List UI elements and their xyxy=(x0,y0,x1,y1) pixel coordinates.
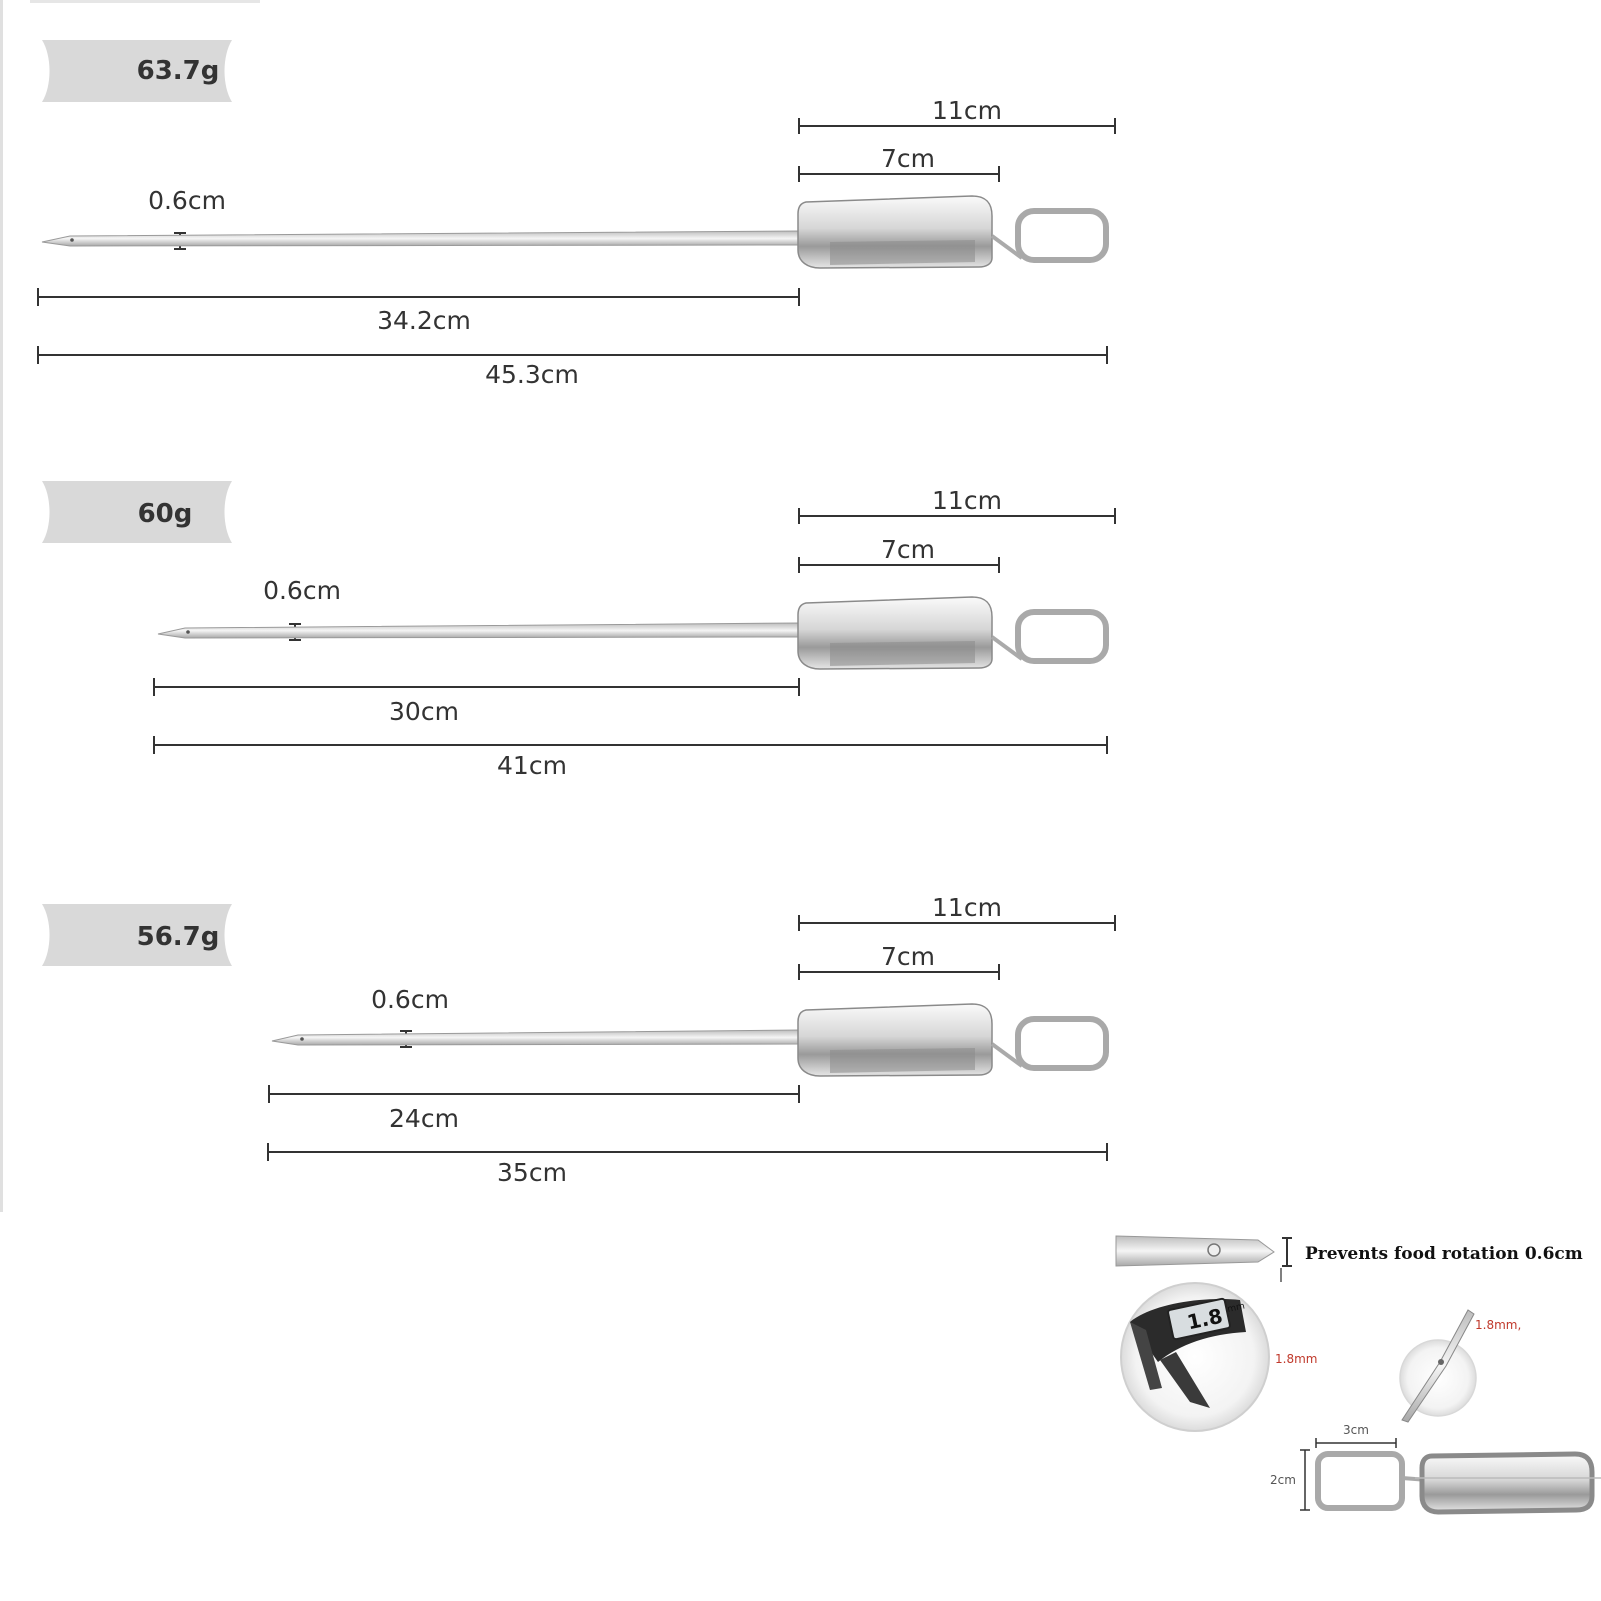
handle-ring xyxy=(1015,208,1109,263)
weight-badge xyxy=(42,904,232,966)
skewer-group-3: 56.7g 11cm 7cm 0.6cm 24cm 35cm xyxy=(42,893,1116,1187)
total-length-label: 45.3cm xyxy=(485,360,579,389)
blade-length-label: 30cm xyxy=(389,697,459,726)
handle-ring xyxy=(1015,609,1109,664)
handle-body-label: 7cm xyxy=(881,144,935,173)
ring-closeup xyxy=(1315,1451,1405,1511)
skewer-blade xyxy=(41,230,801,247)
weight-label: 56.7g xyxy=(137,922,220,952)
caliper-unit: mm xyxy=(1227,1302,1246,1315)
blade-length-label: 34.2cm xyxy=(377,306,471,335)
skewer-group-1: 63.7g 11cm 7cm 0.6cm 34.2cm xyxy=(37,40,1116,389)
total-length-label: 41cm xyxy=(497,751,567,780)
handle-total-label: 11cm xyxy=(932,486,1002,515)
handle-total-label: 11cm xyxy=(932,96,1002,125)
weight-label: 60g xyxy=(138,499,193,529)
hole-width-label: 0.6cm xyxy=(148,186,226,215)
handle-closeup xyxy=(1419,1451,1595,1515)
hole-width-label: 0.6cm xyxy=(371,985,449,1014)
skewer-blade xyxy=(157,622,801,639)
skewer-group-2: 60g 11cm 7cm 0.6cm 30cm 41cm xyxy=(42,481,1116,780)
total-length-label: 35cm xyxy=(497,1158,567,1187)
handle-total-label: 11cm xyxy=(932,893,1002,922)
detail-caption: Prevents food rotation 0.6cm xyxy=(1305,1244,1583,1264)
handle-body-label: 7cm xyxy=(881,942,935,971)
thickness-label-1: 1.8mm xyxy=(1275,1352,1317,1366)
handle-ring xyxy=(1015,1016,1109,1071)
blade-tip-closeup xyxy=(1115,1235,1275,1267)
hole-width-label: 0.6cm xyxy=(263,576,341,605)
ring-width-label: 3cm xyxy=(1343,1423,1369,1437)
caliper-icon: 1.8 mm xyxy=(1130,1297,1246,1408)
detail-inset: Prevents food rotation 0.6cm 1.8 mm 1.8m… xyxy=(1115,1235,1601,1515)
skewer-blade xyxy=(271,1029,801,1046)
blade-length-label: 24cm xyxy=(389,1104,459,1133)
weight-badge xyxy=(42,481,232,543)
weight-label: 63.7g xyxy=(137,56,220,86)
ring-height-label: 2cm xyxy=(1270,1473,1296,1487)
weight-badge xyxy=(42,40,232,102)
handle-body-label: 7cm xyxy=(881,535,935,564)
top-strip xyxy=(30,0,260,3)
hole-icon xyxy=(1207,1243,1221,1257)
thickness-label-2: 1.8mm, xyxy=(1475,1318,1521,1332)
hole-width-marker xyxy=(1282,1237,1292,1267)
left-border xyxy=(0,0,3,1212)
